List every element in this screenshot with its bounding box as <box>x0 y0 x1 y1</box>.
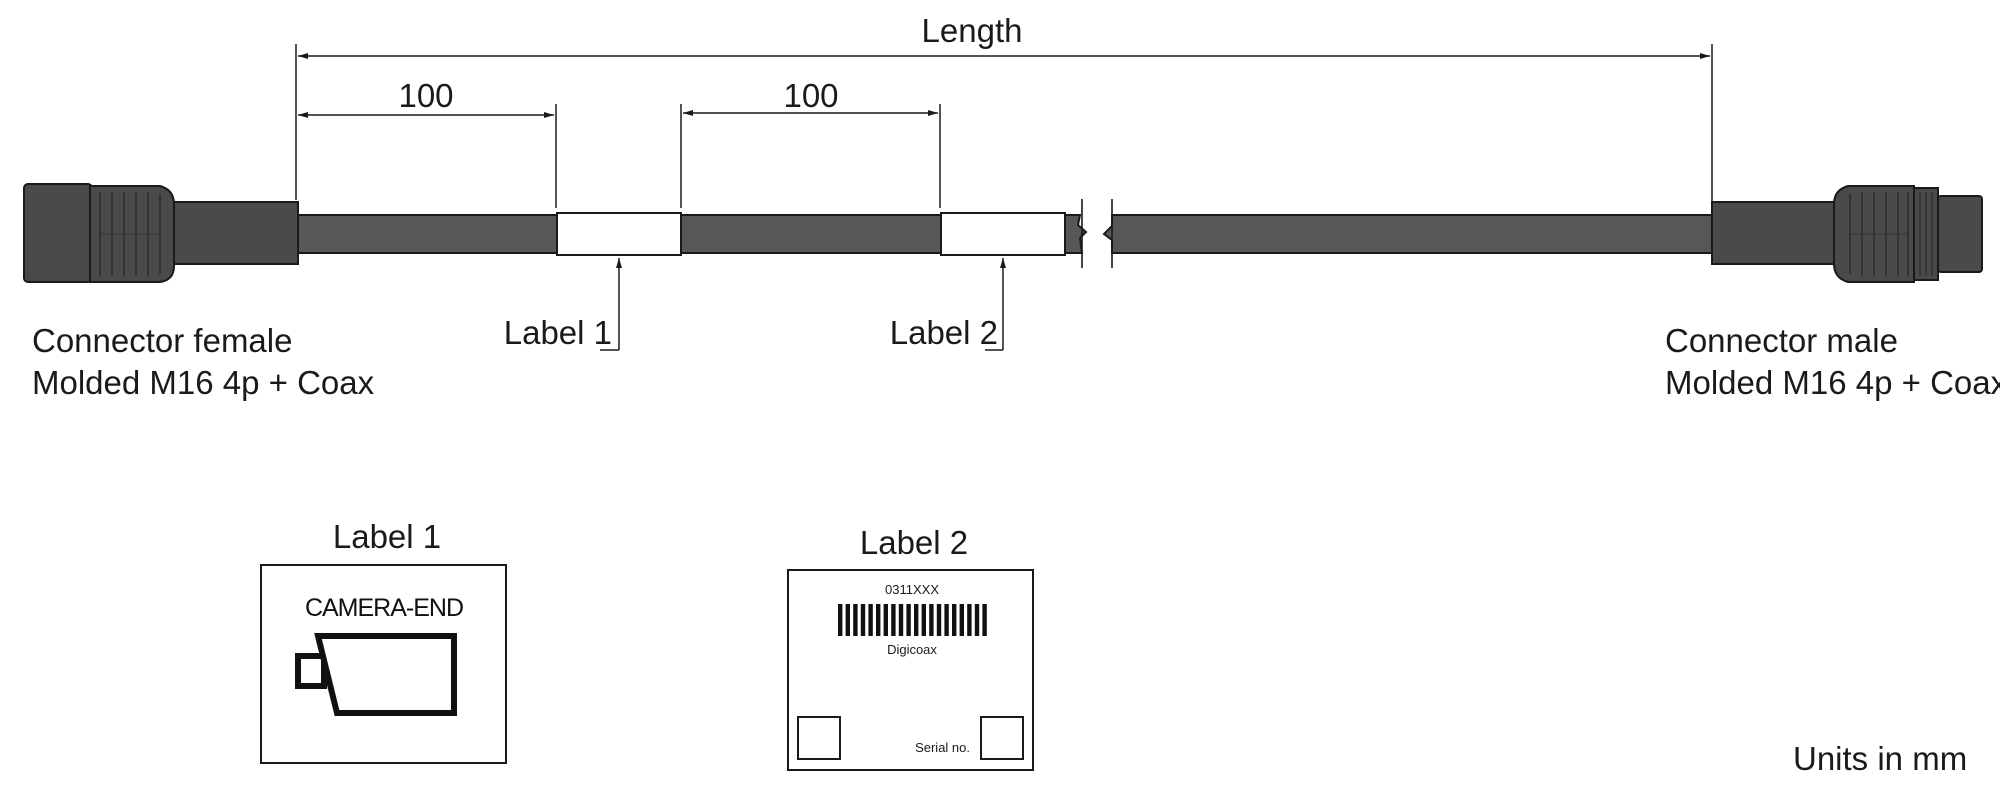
male-connector <box>1711 185 1983 283</box>
brand-text: Digicoax <box>887 642 937 657</box>
length-dimension: Length <box>295 12 1713 205</box>
barcode-bar <box>876 604 881 636</box>
barcode-bar <box>838 604 843 636</box>
label2-detail-title: Label 2 <box>860 524 968 561</box>
label1-detail-text: CAMERA-END <box>305 594 463 622</box>
segment1-label: 100 <box>398 77 453 114</box>
barcode-bar <box>860 604 866 636</box>
label2-sleeve <box>940 212 1066 256</box>
barcode-bar <box>845 604 850 636</box>
barcode-bar <box>898 604 904 636</box>
barcode-bar <box>944 604 949 636</box>
label1-detail: Label 1 CAMERA-END <box>260 518 507 764</box>
barcode-bar <box>921 604 926 636</box>
barcode-bar <box>891 604 896 636</box>
barcode-icon <box>838 604 987 636</box>
female-connector-title: Connector female <box>32 322 292 359</box>
barcode-bar <box>906 604 911 636</box>
barcode-bar <box>936 604 942 636</box>
length-label: Length <box>922 12 1023 49</box>
part-number: 0311XXX <box>885 582 939 597</box>
label1-detail-title: Label 1 <box>333 518 441 555</box>
barcode-bar <box>982 604 987 636</box>
female-connector <box>23 183 299 283</box>
barcode-bar <box>853 604 858 636</box>
segment2-label: 100 <box>783 77 838 114</box>
barcode-bar <box>974 604 980 636</box>
left-serial-box <box>797 716 841 760</box>
male-connector-spec: Molded M16 4p + Coax <box>1665 364 2000 401</box>
right-serial-box <box>980 716 1024 760</box>
segment2-dimension: 100 <box>680 77 941 208</box>
label2-callout-text: Label 2 <box>890 314 998 351</box>
barcode-bar <box>967 604 972 636</box>
female-connector-spec: Molded M16 4p + Coax <box>32 364 375 401</box>
male-connector-title: Connector male <box>1665 322 1898 359</box>
barcode-bar <box>914 604 919 636</box>
barcode-bar <box>883 604 888 636</box>
label2-detail: Label 2 0311XXX Digicoax Serial no. <box>787 524 1034 771</box>
segment1-dimension: 100 <box>298 77 557 208</box>
label1-callout: Label 1 <box>504 258 622 351</box>
label1-callout-text: Label 1 <box>504 314 612 351</box>
label2-callout: Label 2 <box>890 258 1006 351</box>
serial-label: Serial no. <box>915 740 970 755</box>
units-note: Units in mm <box>1793 740 1967 777</box>
barcode-bar <box>959 604 964 636</box>
camera-icon <box>295 633 457 716</box>
barcode-bar <box>868 604 873 636</box>
barcode-bar <box>929 604 934 636</box>
barcode-bar <box>952 604 957 636</box>
label1-sleeve <box>556 212 682 256</box>
